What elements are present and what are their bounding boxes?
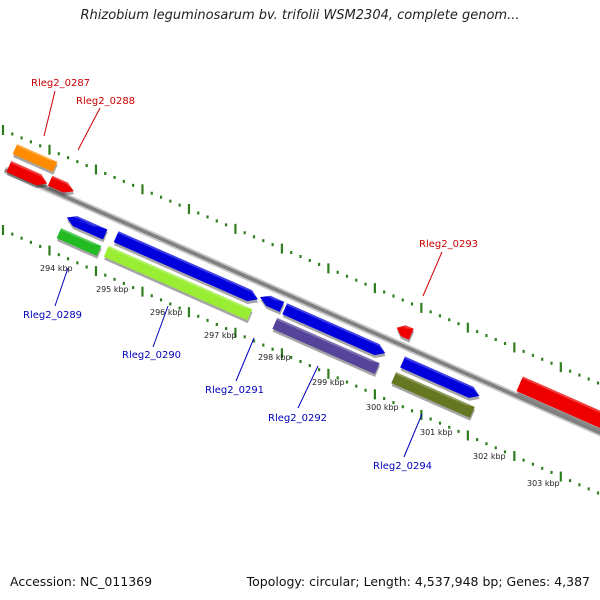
kbp-label: 303 kbp	[527, 479, 560, 488]
gene-blue-5	[400, 356, 480, 401]
gene-rleg2-0288	[47, 175, 75, 196]
gene-rleg2-0287	[6, 161, 48, 189]
gene-label-rleg2_0289: Rleg2_0289	[23, 310, 82, 321]
map-title: Rhizobium leguminosarum bv. trifolii WSM…	[80, 8, 520, 23]
gene-rleg2-0291	[272, 317, 381, 378]
gene-label-rleg2_0290: Rleg2_0290	[122, 350, 181, 361]
label-leader-line	[403, 413, 423, 458]
gene-blue-4	[282, 303, 386, 358]
gene-blue-2	[113, 231, 259, 305]
tick-row-outer	[1, 125, 600, 385]
gene-label-rleg2_0292: Rleg2_0292	[268, 413, 327, 424]
label-leader-line	[152, 305, 169, 348]
gene-blue-3	[260, 293, 285, 315]
gene-rleg2-0289	[56, 228, 102, 259]
gene-rleg2-0294	[391, 372, 476, 421]
gene-label-rleg2_0287: Rleg2_0287	[31, 78, 90, 89]
gene-features	[6, 144, 600, 435]
gene-blue-1	[66, 214, 108, 243]
gene-red-right	[516, 376, 600, 435]
kbp-label: 299 kbp	[312, 378, 345, 387]
kbp-label: 297 kbp	[204, 331, 237, 340]
accession-text: Accession: NC_011369	[10, 574, 153, 589]
label-leader-line	[422, 251, 443, 297]
label-leader-line	[77, 107, 101, 151]
kbp-label: 301 kbp	[420, 428, 453, 437]
label-leader-line	[54, 267, 69, 307]
gene-label-rleg2_0293: Rleg2_0293	[419, 239, 478, 250]
gene-rleg2-0293	[396, 324, 415, 343]
dna-backbone	[3, 166, 600, 437]
tick-row-inner	[1, 225, 600, 495]
gene-label-rleg2_0288: Rleg2_0288	[76, 96, 135, 107]
genome-summary: Topology: circular; Length: 4,537,948 bp…	[246, 574, 590, 589]
gene-label-rleg2_0291: Rleg2_0291	[205, 385, 264, 396]
kbp-label: 296 kbp	[150, 308, 183, 317]
kbp-label: 298 kbp	[258, 353, 291, 362]
kbp-label: 300 kbp	[366, 403, 399, 412]
gene-orange	[12, 144, 58, 175]
label-leader-line	[43, 90, 56, 137]
kbp-labels: 294 kbp 295 kbp 296 kbp 297 kbp 298 kbp 299 k…	[40, 264, 560, 488]
gene-labels: Rleg2_0287Rleg2_0288Rleg2_0293Rleg2_0289…	[23, 78, 478, 472]
kbp-label: 294 kbp	[40, 264, 73, 273]
kbp-label: 295 kbp	[96, 285, 129, 294]
kbp-label: 302 kbp	[473, 452, 506, 461]
gene-rleg2-0290	[103, 245, 253, 324]
label-leader-line	[235, 337, 255, 382]
label-leader-line	[297, 365, 319, 409]
gene-label-rleg2_0294: Rleg2_0294	[373, 461, 432, 472]
